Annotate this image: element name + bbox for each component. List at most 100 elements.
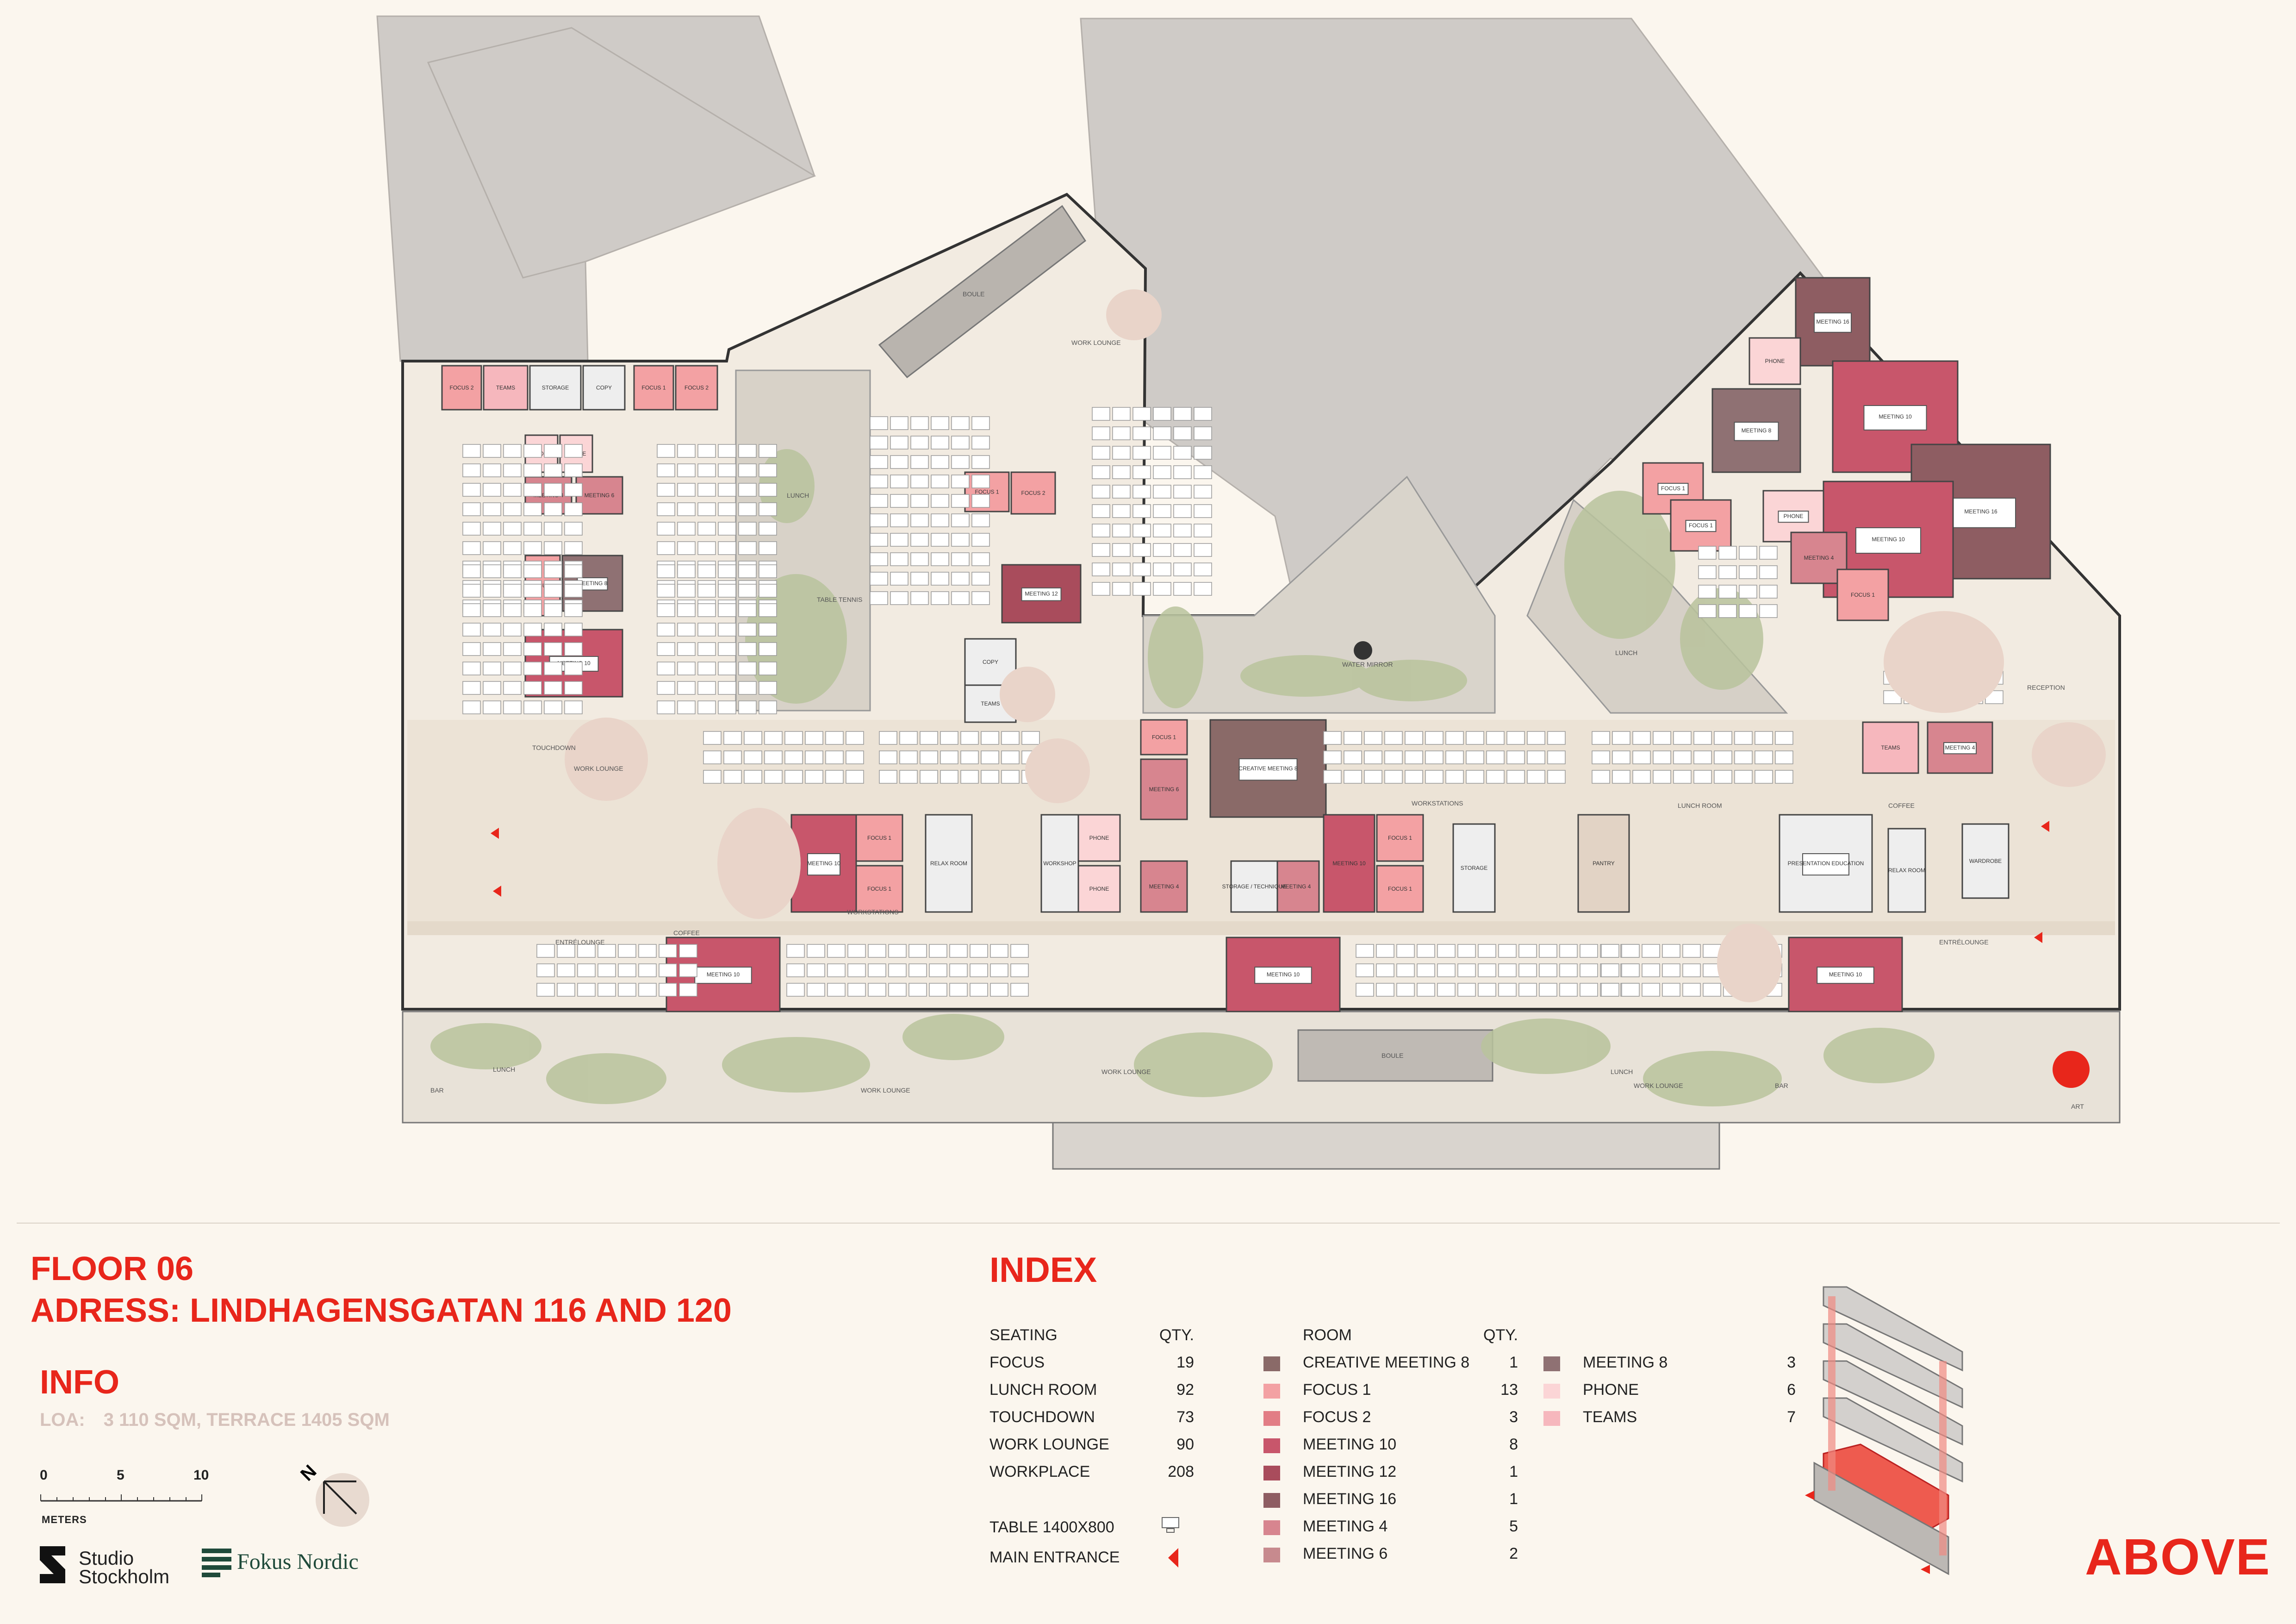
workstation-desk xyxy=(1755,750,1773,764)
room-copy xyxy=(582,365,626,411)
workstation-desk xyxy=(718,541,736,555)
workstation-desk xyxy=(638,983,657,997)
workstation-desk xyxy=(1173,524,1192,537)
workstation-desk xyxy=(1173,426,1192,440)
workstation-desk xyxy=(1194,446,1212,460)
workstation-desk xyxy=(1527,750,1545,764)
workstation-desk xyxy=(462,584,481,598)
workstation-desk xyxy=(657,623,675,637)
workstation-desk xyxy=(870,513,888,527)
workstation-desk xyxy=(677,463,696,477)
workstation-desk xyxy=(1486,770,1505,784)
svg-text:WORK LOUNGE: WORK LOUNGE xyxy=(1071,339,1121,346)
workstation-desk xyxy=(879,750,897,764)
room-label: PHONE xyxy=(1089,835,1109,841)
workstation-desk xyxy=(1092,562,1110,576)
room-label: FOCUS 1 xyxy=(1689,522,1713,529)
table-shape xyxy=(1238,758,1298,781)
workstation-desk xyxy=(890,572,908,586)
workstation-desk xyxy=(971,455,990,469)
room-header: ROOM xyxy=(1303,1326,1352,1344)
workstation-desk xyxy=(1673,750,1692,764)
workstation-desk xyxy=(738,502,757,516)
workstation-desk xyxy=(677,623,696,637)
workstation-desk xyxy=(920,731,938,745)
workstation-desk xyxy=(1153,543,1171,557)
workstation-desk xyxy=(744,770,762,784)
workstation-desk xyxy=(807,983,825,997)
workstation-desk xyxy=(971,552,990,566)
workstation-desk xyxy=(759,642,777,656)
workstation-desk xyxy=(1153,426,1171,440)
workstation-desk xyxy=(870,416,888,430)
workstation-desk xyxy=(951,475,970,488)
workstation-desk xyxy=(1132,562,1151,576)
workstation-desk xyxy=(1153,562,1171,576)
table-shape xyxy=(1817,967,1874,984)
workstation-desk xyxy=(1734,770,1753,784)
workstation-desk xyxy=(1112,582,1131,596)
workstation-desk xyxy=(970,963,988,977)
workstation-desk xyxy=(544,502,562,516)
room-qty: 7 xyxy=(1787,1408,1796,1426)
workstation-desk xyxy=(890,475,908,488)
workstation-desk xyxy=(1759,546,1778,560)
room-label: FOCUS 1 xyxy=(1152,734,1176,741)
workstation-desk xyxy=(951,591,970,605)
room-label: FOCUS 1 xyxy=(1851,592,1875,598)
workstation-desk xyxy=(1396,963,1415,977)
scale-tick-0: 0 xyxy=(40,1468,48,1483)
workstation-desk xyxy=(870,494,888,508)
room-label: STORAGE xyxy=(1461,865,1487,871)
workstation-desk xyxy=(1405,750,1423,764)
seating-column: SEATING FOCUS LUNCH ROOM TOUCHDOWN WORK … xyxy=(989,1322,1175,1486)
room-phone xyxy=(1077,865,1121,913)
workstation-desk xyxy=(1755,770,1773,784)
workstation-desk xyxy=(1592,770,1610,784)
room-qty: 13 xyxy=(1500,1381,1518,1399)
room-storage xyxy=(529,365,582,411)
room-label: MEETING 8 xyxy=(1742,427,1772,434)
workstation-desk xyxy=(503,623,522,637)
workstation-desk xyxy=(949,963,968,977)
workstation-desk xyxy=(910,513,929,527)
workstation-desk xyxy=(659,963,677,977)
workstation-desk xyxy=(825,750,844,764)
workstation-desk xyxy=(1112,426,1131,440)
room-column-1: ROOM CREATIVE MEETING 8 FOCUS 1 FOCUS 2 … xyxy=(1303,1322,1497,1568)
room-teams xyxy=(483,365,529,411)
seating-item: LUNCH ROOM xyxy=(989,1381,1097,1399)
workstation-desk xyxy=(738,700,757,714)
workstation-desk xyxy=(1478,983,1496,997)
room-qty: 8 xyxy=(1509,1436,1518,1453)
workstation-desk xyxy=(951,513,970,527)
workstation-desk xyxy=(1356,963,1374,977)
workstation-desk xyxy=(759,623,777,637)
svg-text:WATER MIRROR: WATER MIRROR xyxy=(1342,661,1393,668)
workstation-desk xyxy=(759,681,777,695)
table-shape xyxy=(1855,527,1921,554)
workstation-desk xyxy=(738,463,757,477)
workstation-desk xyxy=(677,642,696,656)
workstation-desk xyxy=(910,475,929,488)
workstation-desk xyxy=(523,623,542,637)
workstation-desk xyxy=(1194,426,1212,440)
workstation-desk xyxy=(677,444,696,458)
workstation-desk xyxy=(1405,731,1423,745)
workstation-desk xyxy=(1384,770,1403,784)
table-shape xyxy=(1778,511,1809,523)
workstation-desk xyxy=(960,770,979,784)
room-label: MEETING 10 xyxy=(1829,971,1862,978)
workstation-desk xyxy=(870,591,888,605)
seating-qty-column: QTY. 19 92 73 90 208 xyxy=(1148,1322,1194,1486)
workstation-desk xyxy=(929,963,947,977)
workstation-desk xyxy=(718,522,736,536)
workstation-desk xyxy=(1559,944,1578,958)
workstation-desk xyxy=(1693,750,1712,764)
seating-qty: 92 xyxy=(1176,1381,1194,1399)
workstation-desk xyxy=(697,700,716,714)
room-label: CREATIVE MEETING 8 xyxy=(1238,765,1297,772)
workstation-desk xyxy=(1001,770,1020,784)
workstation-desk xyxy=(483,681,501,695)
workstation-desk xyxy=(697,483,716,497)
